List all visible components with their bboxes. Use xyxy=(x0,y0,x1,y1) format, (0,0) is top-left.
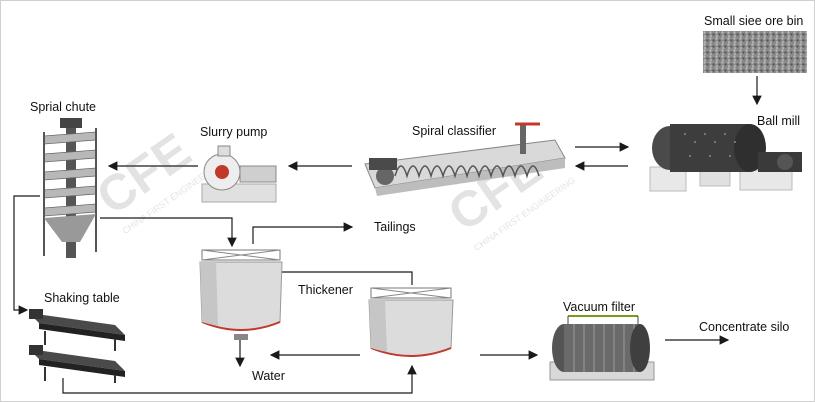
line-chute-table xyxy=(13,195,40,315)
label-tailings: Tailings xyxy=(374,220,416,234)
vacuum-filter-icon xyxy=(549,315,655,381)
label-spiral-classifier: Spiral classifier xyxy=(412,124,497,138)
label-water: Water xyxy=(252,369,285,383)
ore-bin-image xyxy=(703,31,807,73)
spiral-classifier-icon xyxy=(364,122,566,196)
line-table-thickener2 xyxy=(62,364,417,394)
label-thickener: Thickener xyxy=(298,283,353,297)
thickener-icon-2 xyxy=(368,287,454,357)
line-chute-thickener xyxy=(100,217,237,248)
line-top-thickener2 xyxy=(270,271,413,285)
label-slurry-pump: Slurry pump xyxy=(200,125,268,139)
ball-mill-icon xyxy=(649,124,802,192)
label-ore-bin: Small siee ore bin xyxy=(704,14,804,28)
spiral-chute-icon xyxy=(43,118,97,258)
label-shaking-table: Shaking table xyxy=(44,291,120,305)
label-ball-mill: Ball mill xyxy=(757,114,801,128)
slurry-pump-icon xyxy=(201,145,277,203)
thickener-icon xyxy=(199,249,283,340)
line-tailings xyxy=(252,222,354,244)
shaking-table-icon xyxy=(29,309,125,383)
label-vacuum-filter: Vacuum filter xyxy=(563,300,636,314)
label-concentrate-silo: Concentrate silo xyxy=(699,320,790,334)
label-spiral-chute: Sprial chute xyxy=(30,100,97,114)
